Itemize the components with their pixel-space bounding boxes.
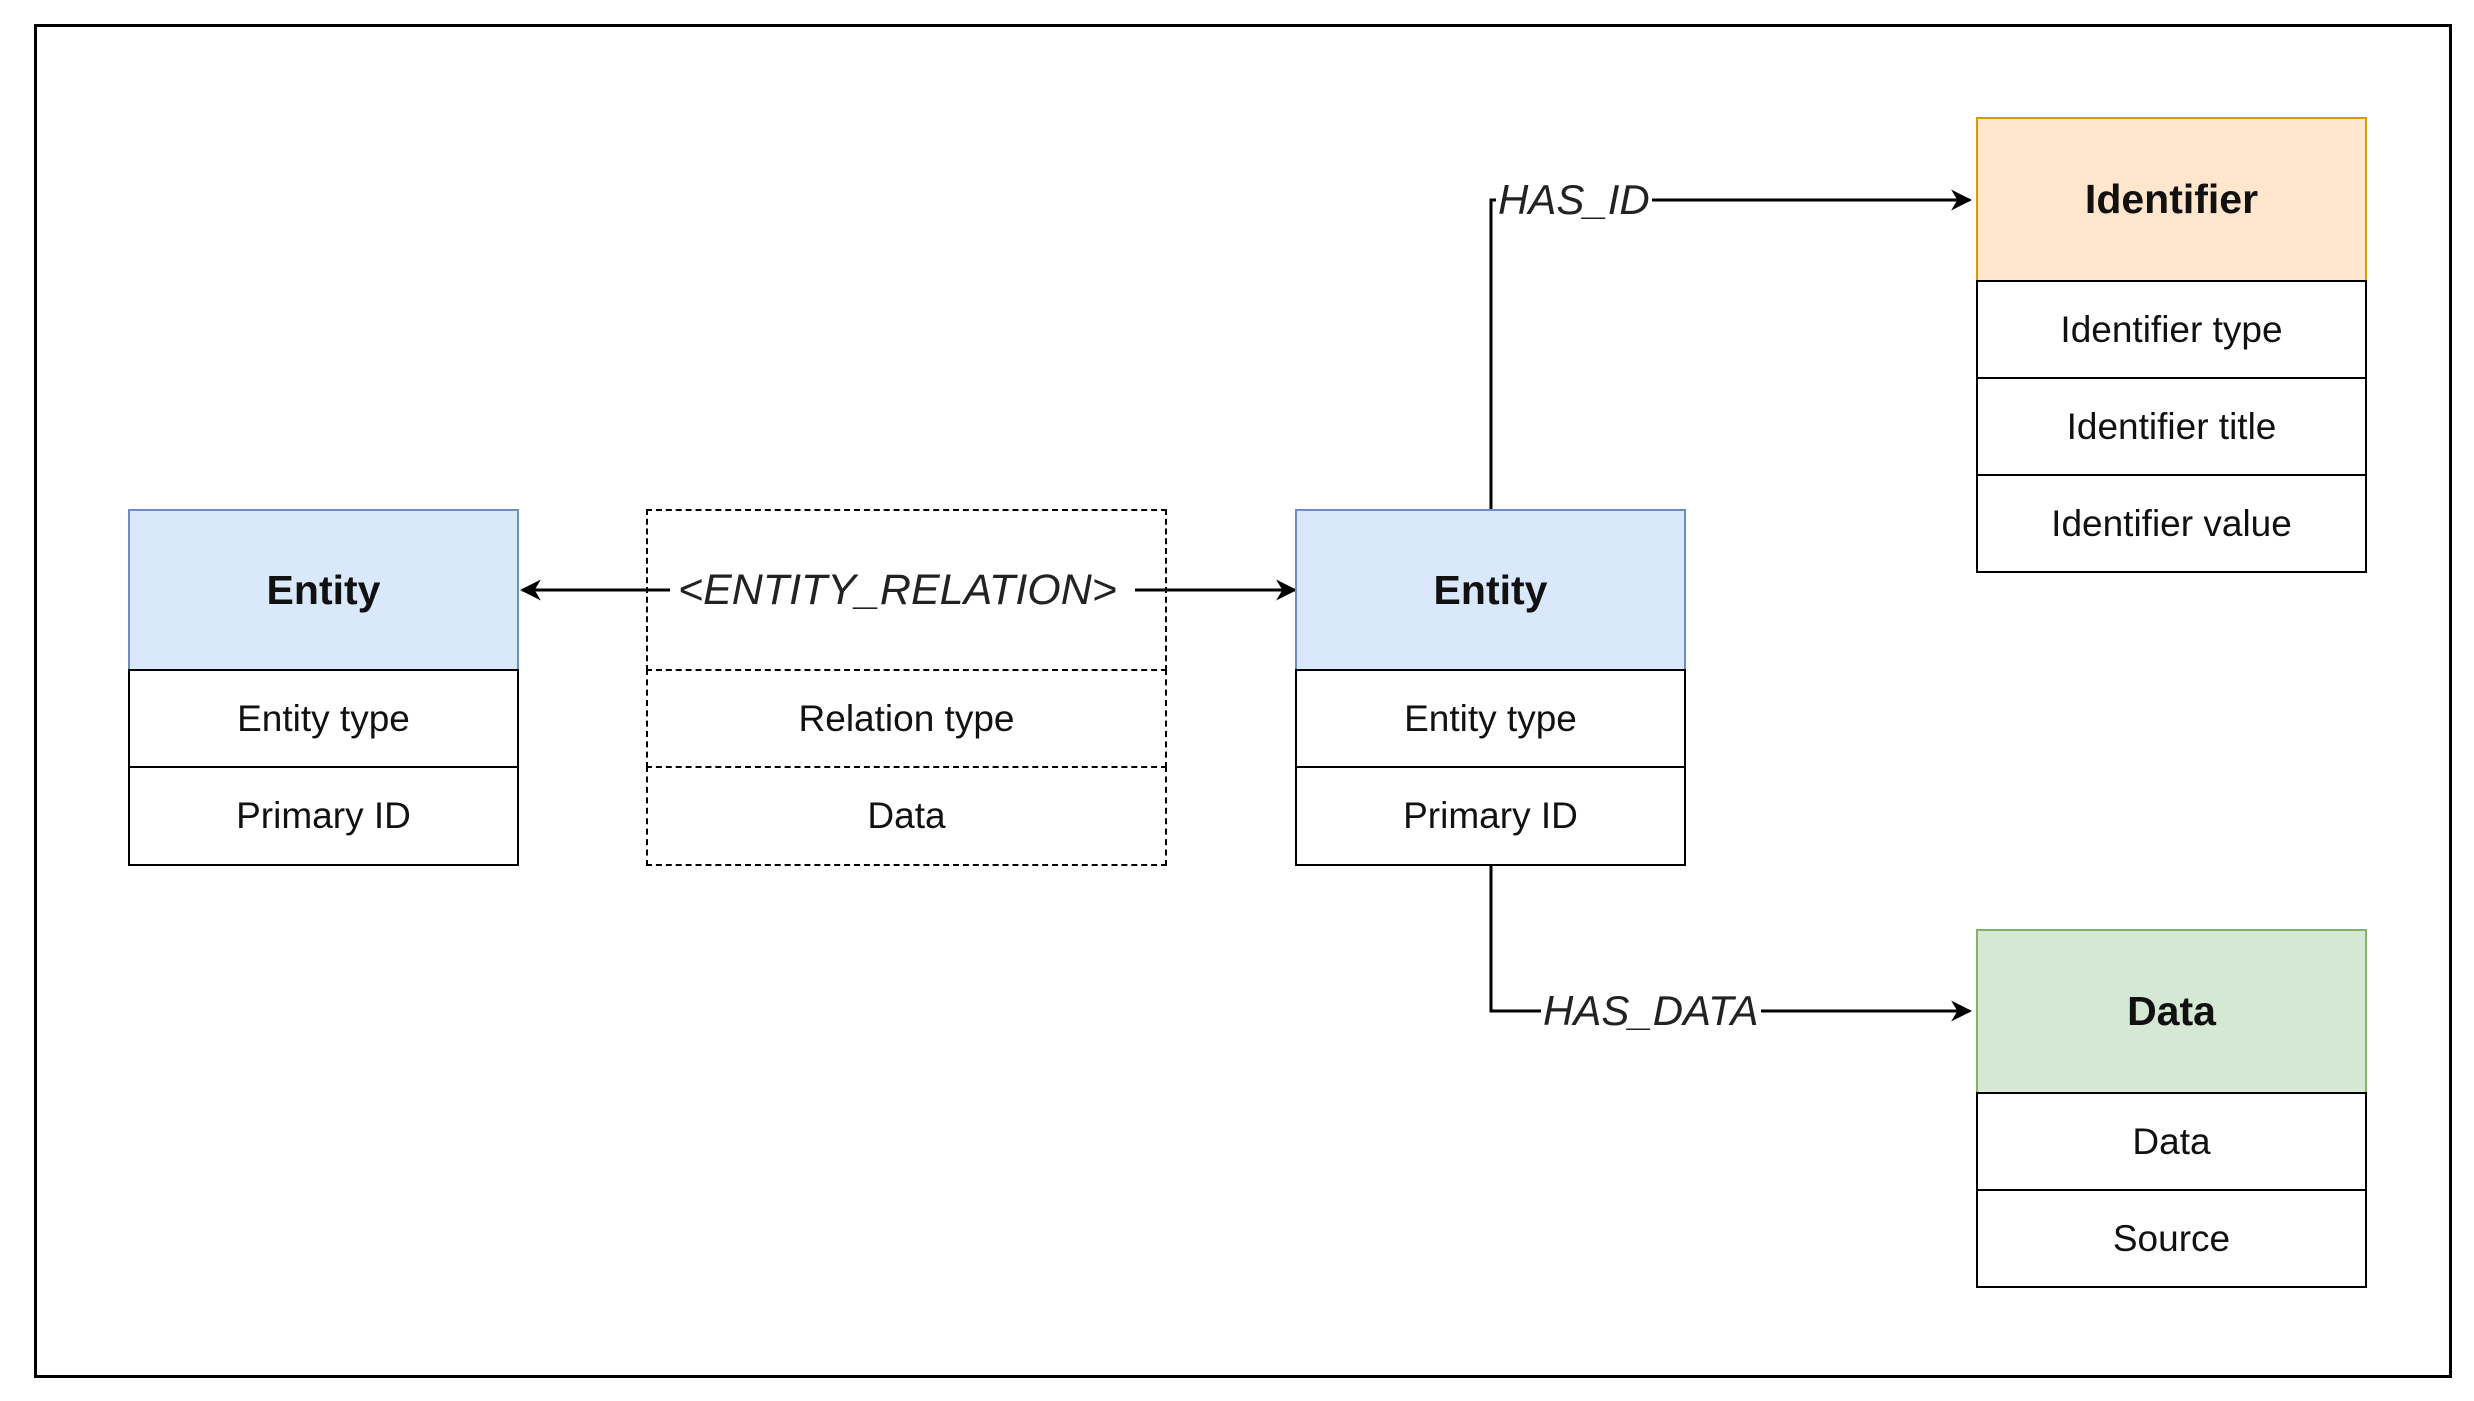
- entity-left-field-primary-id: Primary ID: [128, 766, 519, 866]
- has-data-edge: [1489, 866, 1973, 1022]
- entity-right-title: Entity: [1295, 509, 1686, 671]
- has-data-label: HAS_DATA: [1541, 987, 1761, 1034]
- relation-node[interactable]: Relation type Data: [646, 509, 1167, 866]
- has-id-label: HAS_ID: [1496, 176, 1652, 223]
- entity-right-field-primary-id: Primary ID: [1295, 766, 1686, 866]
- identifier-node[interactable]: Identifier Identifier type Identifier ti…: [1976, 117, 2367, 573]
- entity-node-left[interactable]: Entity Entity type Primary ID: [128, 509, 519, 866]
- data-field-data: Data: [1976, 1092, 2367, 1191]
- entity-right-field-type: Entity type: [1295, 669, 1686, 768]
- data-node[interactable]: Data Data Source: [1976, 929, 2367, 1288]
- relation-label: <ENTITY_RELATION>: [676, 566, 1119, 614]
- has-id-edge: [1489, 189, 1973, 509]
- entity-left-field-type: Entity type: [128, 669, 519, 768]
- entity-left-title: Entity: [128, 509, 519, 671]
- identifier-title: Identifier: [1976, 117, 2367, 282]
- identifier-field-type: Identifier type: [1976, 280, 2367, 379]
- diagram-frame: [34, 24, 2452, 1378]
- identifier-field-title: Identifier title: [1976, 377, 2367, 476]
- relation-field-data: Data: [646, 766, 1167, 866]
- relation-field-type: Relation type: [646, 669, 1167, 768]
- data-field-source: Source: [1976, 1189, 2367, 1288]
- entity-node-right[interactable]: Entity Entity type Primary ID: [1295, 509, 1686, 866]
- data-title: Data: [1976, 929, 2367, 1094]
- identifier-field-value: Identifier value: [1976, 474, 2367, 573]
